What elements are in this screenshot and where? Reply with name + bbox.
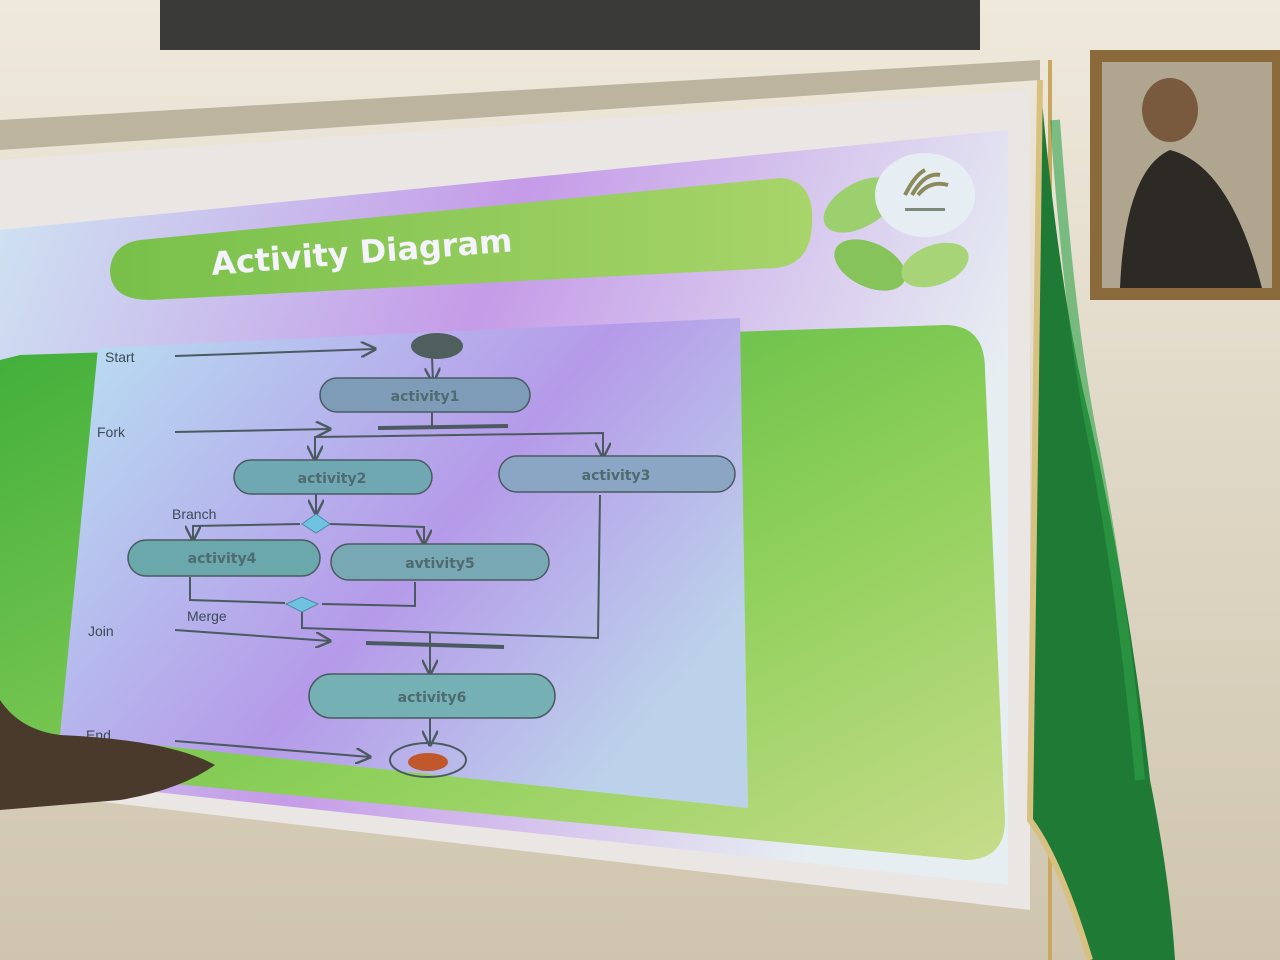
merge-decision: [284, 596, 320, 613]
activity-label: activity6: [398, 690, 467, 706]
ceiling-vent: [160, 0, 980, 50]
label-branch: Branch: [172, 506, 216, 522]
label-join: Join: [88, 623, 114, 639]
end-node: [389, 742, 467, 778]
activity-label: avtivity5: [405, 556, 475, 572]
activity-node: [330, 543, 550, 581]
activities: activity1 activity2 activity3 activity4 …: [127, 377, 736, 719]
activity-label: activity3: [582, 468, 651, 484]
activity-label: activity4: [188, 551, 257, 567]
fork-bar: [377, 424, 509, 430]
activity-node: [498, 455, 736, 493]
diagram-edges: [174, 349, 603, 757]
activity-node: [127, 539, 321, 577]
join-bar: [365, 641, 505, 649]
branch-decision: [301, 513, 331, 534]
label-fork: Fork: [97, 424, 126, 440]
slide-title-bar: Activity Diagram: [110, 178, 813, 300]
activity-node: [319, 377, 531, 413]
activity-label: activity1: [391, 389, 460, 405]
label-merge: Merge: [187, 608, 227, 624]
presenter-head: [0, 700, 215, 810]
university-logo: [875, 153, 975, 237]
screen-housing: [0, 60, 1040, 150]
saudi-flag: [1026, 60, 1175, 960]
portrait-frame: [1090, 50, 1280, 300]
start-node: [411, 333, 463, 359]
activity-node: [308, 673, 556, 719]
sync-bars: [365, 424, 509, 649]
activity-label: activity2: [298, 471, 367, 487]
activity-node: [233, 459, 433, 495]
label-start: Start: [105, 349, 135, 365]
